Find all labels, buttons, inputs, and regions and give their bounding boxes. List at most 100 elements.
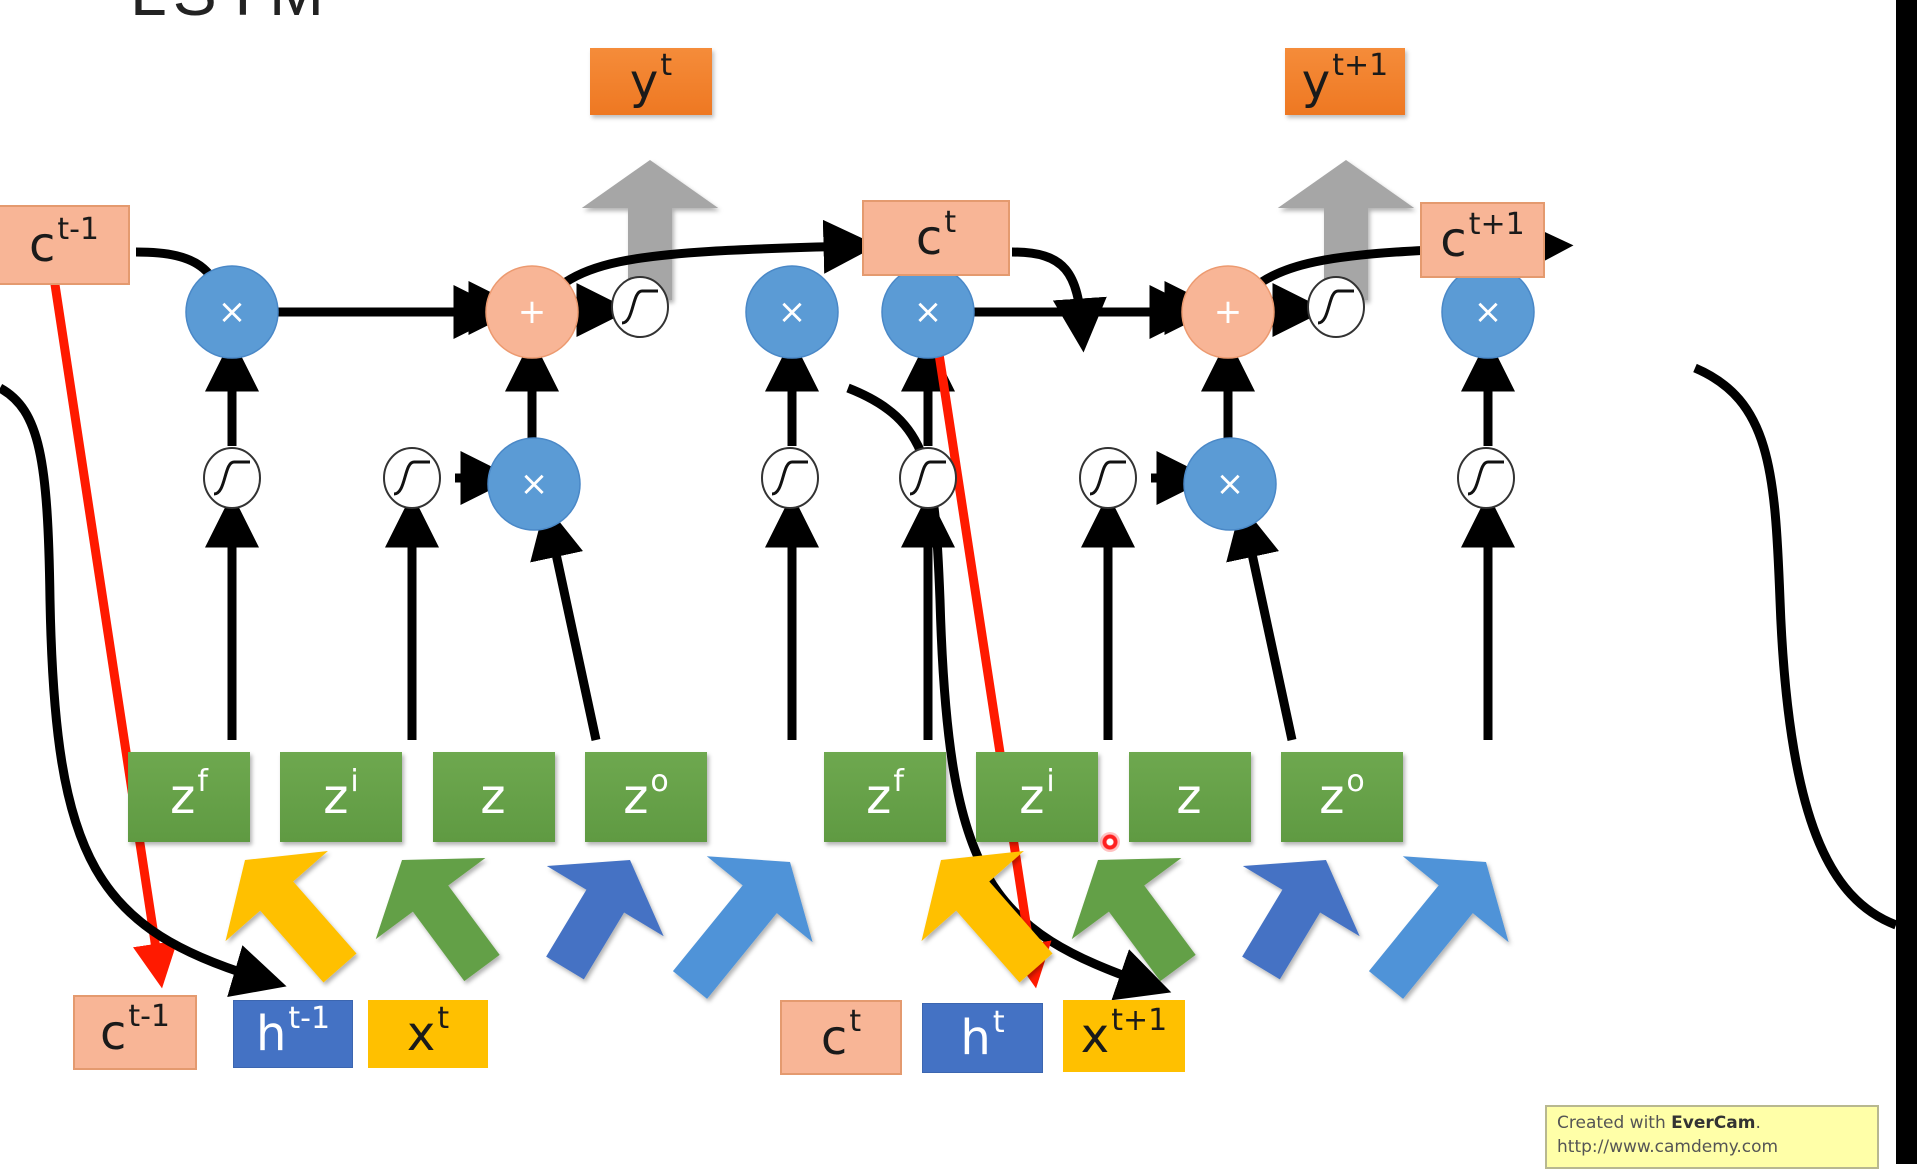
hidden-out-curve-arrow bbox=[846, 383, 1172, 1001]
x-input-box-superscript: t+1 bbox=[1111, 1002, 1168, 1038]
sigmoid-curve-icon bbox=[393, 460, 430, 496]
x-input-box-base: x bbox=[1080, 1008, 1110, 1064]
mouse-cursor-indicator bbox=[1100, 832, 1120, 852]
gate-box-forget-base: z bbox=[170, 769, 196, 825]
gate-box-forget-superscript: f bbox=[197, 763, 208, 799]
x-input-box-base: x bbox=[406, 1006, 436, 1062]
output-multiply-node-symbol: × bbox=[778, 292, 807, 332]
input-multiply-node bbox=[1183, 437, 1277, 531]
gate-box-candidate-base: z bbox=[1176, 769, 1202, 825]
cell-tanh-activation bbox=[1307, 276, 1365, 338]
input-sigmoid-activation bbox=[383, 447, 441, 509]
forget-multiply-node bbox=[185, 265, 279, 359]
input-arrow-to-z bbox=[1242, 860, 1360, 980]
hidden-input-box-superscript: t-1 bbox=[288, 1000, 331, 1036]
gate-box-output-base: z bbox=[623, 769, 649, 825]
sigmoid-curve-icon bbox=[621, 289, 658, 325]
input-arrow-to-zo bbox=[1368, 856, 1509, 999]
cell-add-node bbox=[1181, 265, 1275, 359]
hidden-prev-curve-arrow bbox=[0, 384, 287, 998]
output-y-box-base: y bbox=[629, 53, 659, 110]
cell-add-node-symbol: + bbox=[518, 292, 547, 332]
cell-out-top-box-base: c bbox=[915, 210, 943, 266]
sigmoid-curve-icon bbox=[1089, 460, 1126, 496]
forget-sigmoid-activation bbox=[899, 447, 957, 509]
sigmoid-curve-icon bbox=[771, 460, 808, 496]
gate-box-candidate: z bbox=[1129, 752, 1251, 842]
input-arrow-to-zf bbox=[225, 850, 357, 983]
z-to-input-mul-arrow bbox=[1226, 504, 1297, 741]
screen-edge-black-bar bbox=[1896, 0, 1917, 1164]
cell-out-top-box-superscript: t+1 bbox=[1468, 206, 1525, 242]
hidden-input-box-base: h bbox=[960, 1010, 991, 1066]
cell-out-top-box-base: c bbox=[1440, 212, 1467, 268]
cell-input-box-base: c bbox=[99, 1004, 127, 1061]
input-arrow-to-zo bbox=[672, 856, 813, 999]
output-sigmoid-activation bbox=[761, 447, 819, 509]
sigmoid-curve-icon bbox=[909, 460, 946, 496]
watermark-suffix: . bbox=[1755, 1113, 1761, 1133]
input-arrow-to-zf bbox=[921, 850, 1053, 983]
input-multiply-node-symbol: × bbox=[1216, 464, 1245, 504]
watermark-prefix: Created with bbox=[1557, 1113, 1672, 1133]
gate-box-output-base: z bbox=[1319, 769, 1345, 825]
cell-out-top-box-superscript: t bbox=[944, 204, 957, 240]
gate-box-input-superscript: i bbox=[350, 763, 359, 799]
output-y-box-superscript: t+1 bbox=[1332, 48, 1389, 83]
sigmoid-curve-icon bbox=[1467, 460, 1504, 496]
input-sigmoid-activation bbox=[1079, 447, 1137, 509]
cell-tanh-activation bbox=[611, 276, 669, 338]
input-arrow-to-z bbox=[546, 860, 664, 980]
slide-title-partial: LSTM bbox=[130, 0, 330, 30]
cell-prev-top-box-base: c bbox=[28, 217, 56, 273]
evercam-watermark: Created with EverCam. http://www.camdemy… bbox=[1545, 1105, 1879, 1169]
input-multiply-node bbox=[487, 437, 581, 531]
output-multiply-node bbox=[745, 265, 839, 359]
cell-add-node bbox=[485, 265, 579, 359]
gate-box-input-base: z bbox=[1019, 769, 1045, 825]
forget-multiply-node-symbol: × bbox=[914, 292, 943, 332]
forget-sigmoid-activation bbox=[203, 447, 261, 509]
gate-box-forget-superscript: f bbox=[893, 763, 904, 799]
cell-input-box-superscript: t-1 bbox=[128, 999, 171, 1034]
cell-prev-to-forget-arrow bbox=[1011, 247, 1107, 353]
cell-input-box-base: c bbox=[820, 1009, 848, 1066]
hidden-input-box-superscript: t bbox=[992, 1004, 1005, 1040]
cell-add-node-symbol: + bbox=[1214, 292, 1243, 332]
gate-box-forget-base: z bbox=[866, 769, 892, 825]
gate-box-candidate-base: z bbox=[480, 769, 506, 825]
cell-input-box-superscript: t bbox=[849, 1004, 862, 1039]
output-y-box-base: y bbox=[1301, 53, 1331, 110]
x-input-box-superscript: t bbox=[437, 1000, 450, 1036]
cell-copy-red-arrow bbox=[49, 277, 178, 989]
sigmoid-curve-icon bbox=[213, 460, 250, 496]
cell-prev-top-box-superscript: t-1 bbox=[57, 211, 100, 247]
gate-box-input-base: z bbox=[323, 769, 349, 825]
gate-box-candidate: z bbox=[433, 752, 555, 842]
watermark-brand: EverCam bbox=[1671, 1113, 1756, 1133]
watermark-url: http://www.camdemy.com bbox=[1557, 1137, 1779, 1157]
z-to-input-mul-arrow bbox=[530, 504, 601, 741]
hidden-out-curve-arrow bbox=[1693, 363, 1898, 930]
input-multiply-node-symbol: × bbox=[520, 464, 549, 504]
gate-box-output-superscript: o bbox=[650, 763, 669, 799]
output-sigmoid-activation bbox=[1457, 447, 1515, 509]
